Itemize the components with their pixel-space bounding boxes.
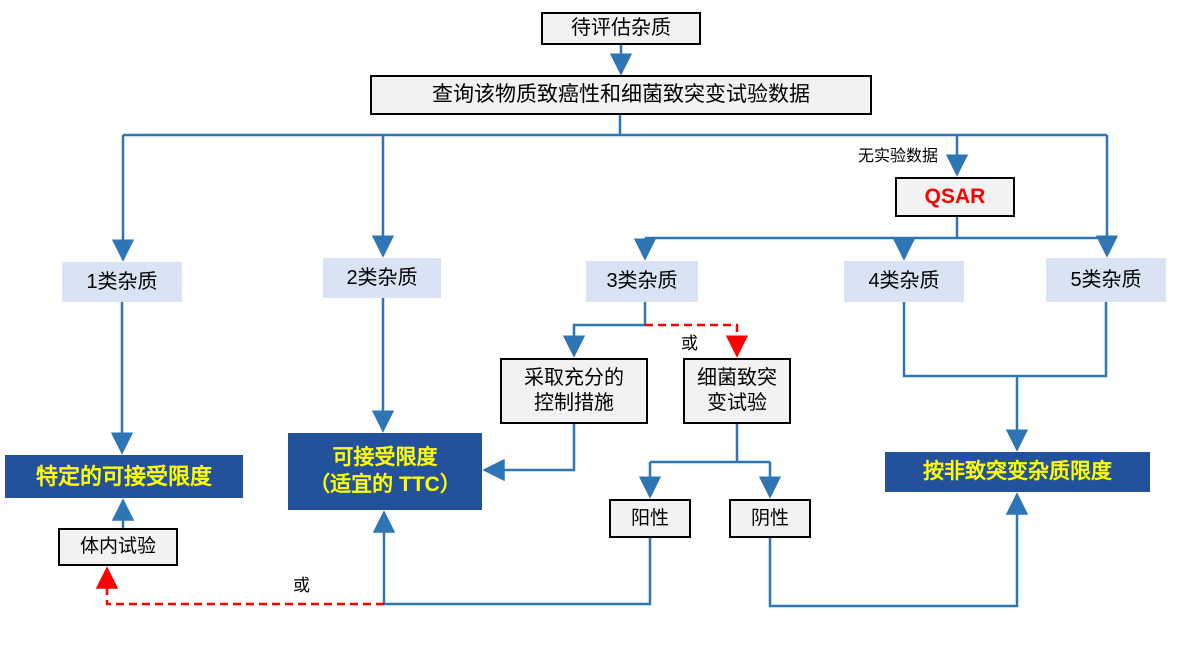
- dashed-arrow-or-to-invivo: [95, 566, 384, 606]
- ames-test-line2: 变试验: [707, 392, 767, 414]
- ames-test-line1: 细菌致突: [697, 367, 777, 389]
- acceptable-limit-line2: （适宜的 TTC）: [309, 472, 461, 496]
- node-class2: 2类杂质: [323, 258, 441, 298]
- control-measures-line2: 控制措施: [534, 392, 614, 414]
- line-class4-class5-merge: [902, 302, 1108, 378]
- node-specific-limit: 特定的可接受限度: [5, 455, 243, 498]
- label-or-bottom: 或: [291, 571, 312, 596]
- node-ames-test: 细菌致突 变试验: [683, 358, 791, 424]
- node-acceptable-limit: 可接受限度 （适宜的 TTC）: [288, 433, 482, 510]
- node-query-data: 查询该物质致癌性和细菌致突变试验数据: [370, 75, 872, 115]
- arrow-class3-to-control: [562, 302, 647, 358]
- arrow-positive-to-acceptable-limit: [372, 510, 652, 606]
- node-in-vivo-test: 体内试验: [58, 528, 178, 566]
- line-ames-split: [650, 424, 770, 464]
- node-qsar: QSAR: [895, 177, 1015, 217]
- label-no-experimental-data: 无实验数据: [856, 142, 941, 166]
- node-non-mutagenic-limit: 按非致突变杂质限度: [885, 452, 1150, 492]
- node-class1: 1类杂质: [62, 262, 182, 302]
- node-class4: 4类杂质: [844, 261, 964, 302]
- node-control-measures: 采取充分的 控制措施: [500, 358, 648, 424]
- node-pending-impurity: 待评估杂质: [541, 12, 701, 45]
- node-negative: 阴性: [729, 499, 811, 538]
- control-measures-line1: 采取充分的: [524, 367, 624, 389]
- arrow-control-to-acceptable-limit: [482, 424, 576, 482]
- dashed-arrow-class3-to-ames: [645, 323, 749, 358]
- acceptable-limit-line1: 可接受限度: [332, 446, 438, 470]
- node-positive: 阳性: [609, 499, 691, 538]
- arrow-negative-to-non-mutagenic: [768, 492, 1029, 608]
- label-or-top: 或: [679, 329, 700, 354]
- node-class3: 3类杂质: [586, 261, 698, 302]
- node-class5: 5类杂质: [1046, 258, 1166, 302]
